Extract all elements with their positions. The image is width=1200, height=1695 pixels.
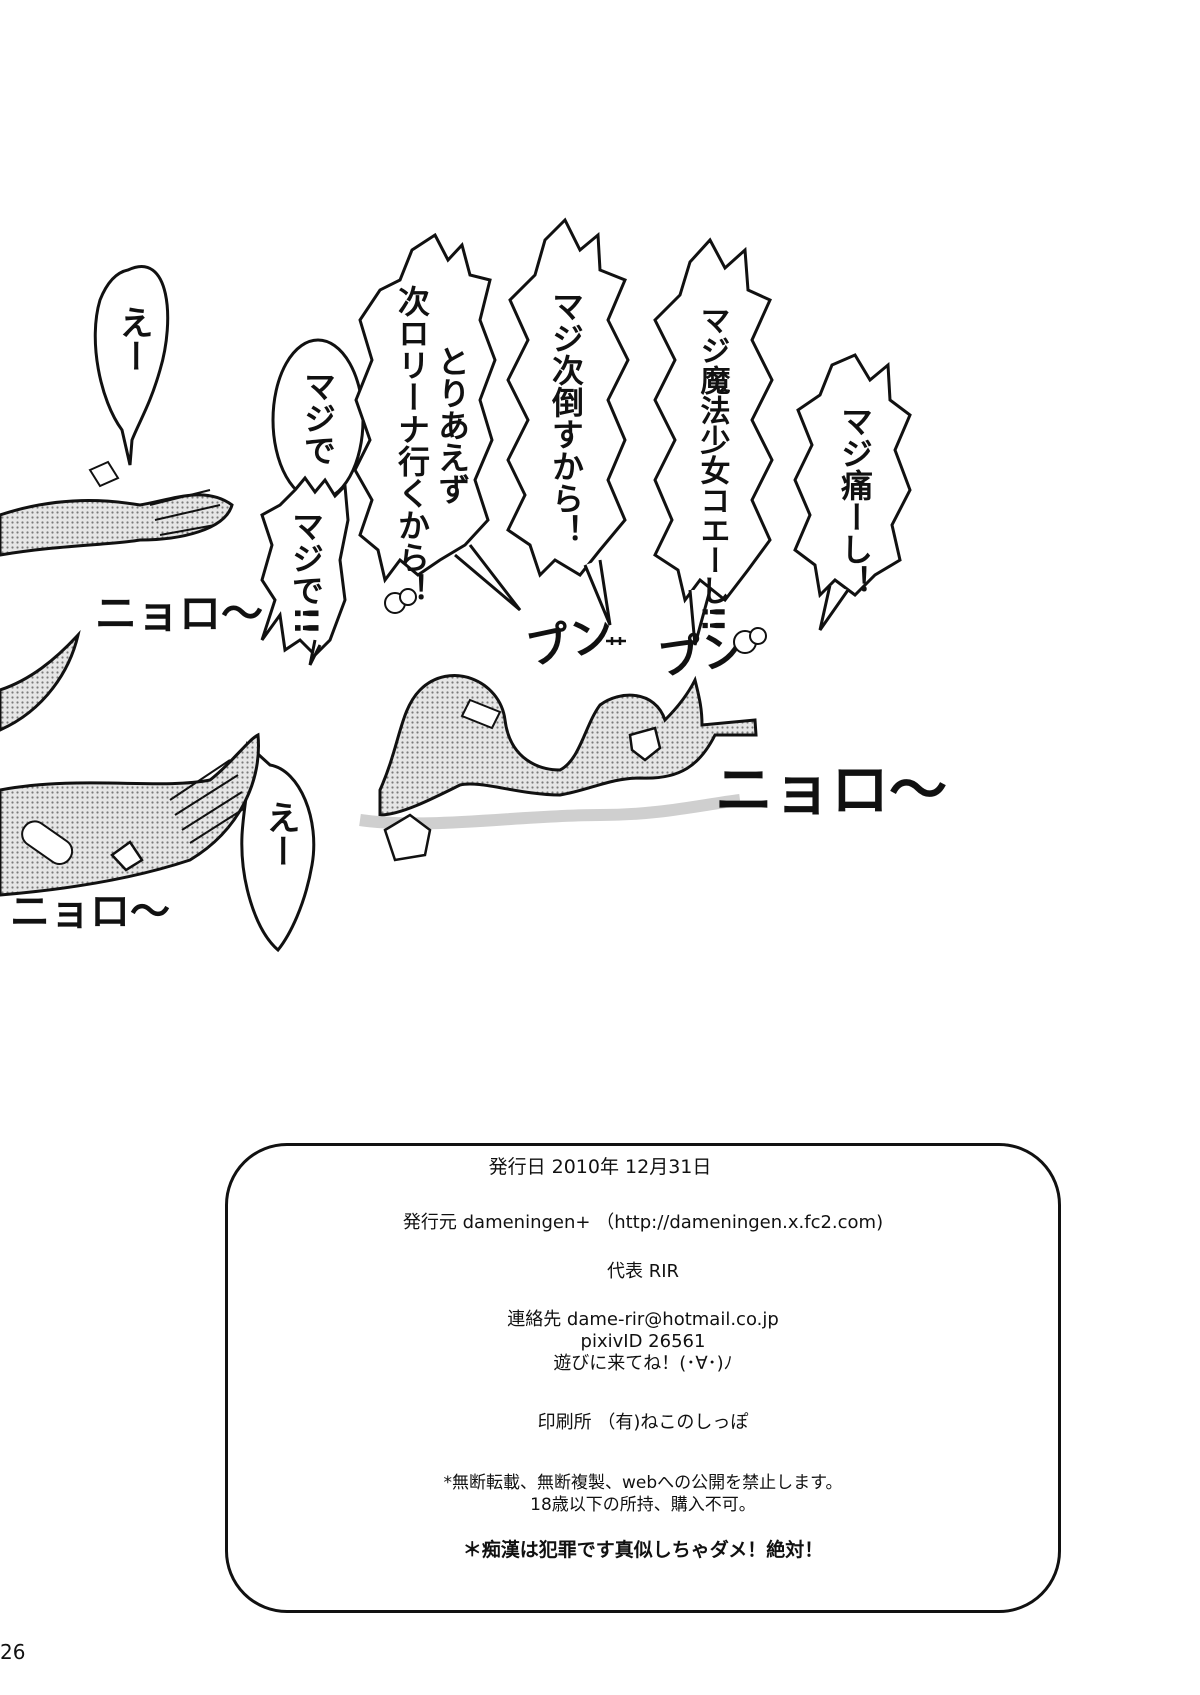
speech-bubble-toriaezu: とりあえず 次ロリーナ行くから！ xyxy=(353,232,522,612)
page-number: 26 xyxy=(0,1640,26,1664)
pixiv-id: pixivID 26561 xyxy=(580,1331,706,1352)
sfx-pun-1: プン xyxy=(522,608,619,676)
speech-bubble-maji-de-1: マジで xyxy=(271,338,365,502)
representative: 代表 RIR xyxy=(606,1261,680,1282)
sfx-nyoro-right: ニョロ〜 xyxy=(715,756,947,824)
speech-bubble-maji-tsugi: マジ次倒すから！ xyxy=(506,217,630,626)
worm-creature-top-left xyxy=(0,460,234,557)
worm-creature-angry-center xyxy=(359,674,758,830)
greeting: 遊びに来てね！(･∀･)ﾉ xyxy=(553,1353,733,1374)
notice-reproduction: *無断転載、無断複製、webへの公開を禁止します。 xyxy=(443,1473,843,1493)
bubble-toriaezu-line2: 次ロリーナ行くから！ xyxy=(393,285,431,605)
speech-bubble-maji-de-2: マジで!! xyxy=(260,475,350,666)
bubble-e-top-text: えー xyxy=(113,305,153,373)
bubble-toriaezu-line1: とりあえず xyxy=(433,345,471,505)
anger-mark-icon xyxy=(606,637,626,645)
puff-icon xyxy=(384,588,767,654)
speech-bubble-e-top: えー xyxy=(93,265,170,466)
bubble-maji-de-1-text: マジで xyxy=(299,370,337,466)
rock-shards xyxy=(110,813,432,872)
notice-age: 18歳以下の所持、購入不可。 xyxy=(530,1495,756,1515)
contact-email: 連絡先 dame-rir@hotmail.co.jp xyxy=(507,1309,779,1330)
bubble-maji-mahou-text: マジ魔法少女コエーし!! xyxy=(695,305,731,632)
bubble-maji-de-2-text: マジで!! xyxy=(287,510,325,635)
bubble-e-bottom-text: えー xyxy=(260,800,300,868)
sfx-nyoro-bottom: ニョロ〜 xyxy=(10,889,170,935)
publish-date: 発行日 2010年 12月31日 xyxy=(300,1152,900,1179)
worm-creature-mid-left xyxy=(0,629,81,732)
printer: 印刷所 （有)ねこのしっぽ xyxy=(537,1412,749,1433)
bubble-maji-itai-text: マジ痛ーし！ xyxy=(836,405,874,597)
bubble-maji-tsugi-text: マジ次倒すから！ xyxy=(547,290,585,546)
worm-creature-bottom-left xyxy=(0,732,260,897)
speech-bubble-maji-itai: マジ痛ーし！ xyxy=(793,353,912,631)
notice-crime: ＊痴漢は犯罪です真似しちゃダメ！絶対！ xyxy=(462,1539,824,1561)
speech-bubble-maji-mahou: マジ魔法少女コエーし!! xyxy=(653,237,774,646)
sfx-nyoro-left-top: ニョロ〜 xyxy=(95,589,263,638)
sfx-pun-2: プン xyxy=(654,623,748,686)
manga-illustration: えー マジで マジで!! とりあえず 次ロリーナ行くから！ マジ次倒すから！ マ… xyxy=(0,217,947,953)
colophon-box xyxy=(225,1143,1061,1613)
publisher: 発行元 dameningen+ （http://dameningen.x.fc2… xyxy=(402,1212,884,1233)
